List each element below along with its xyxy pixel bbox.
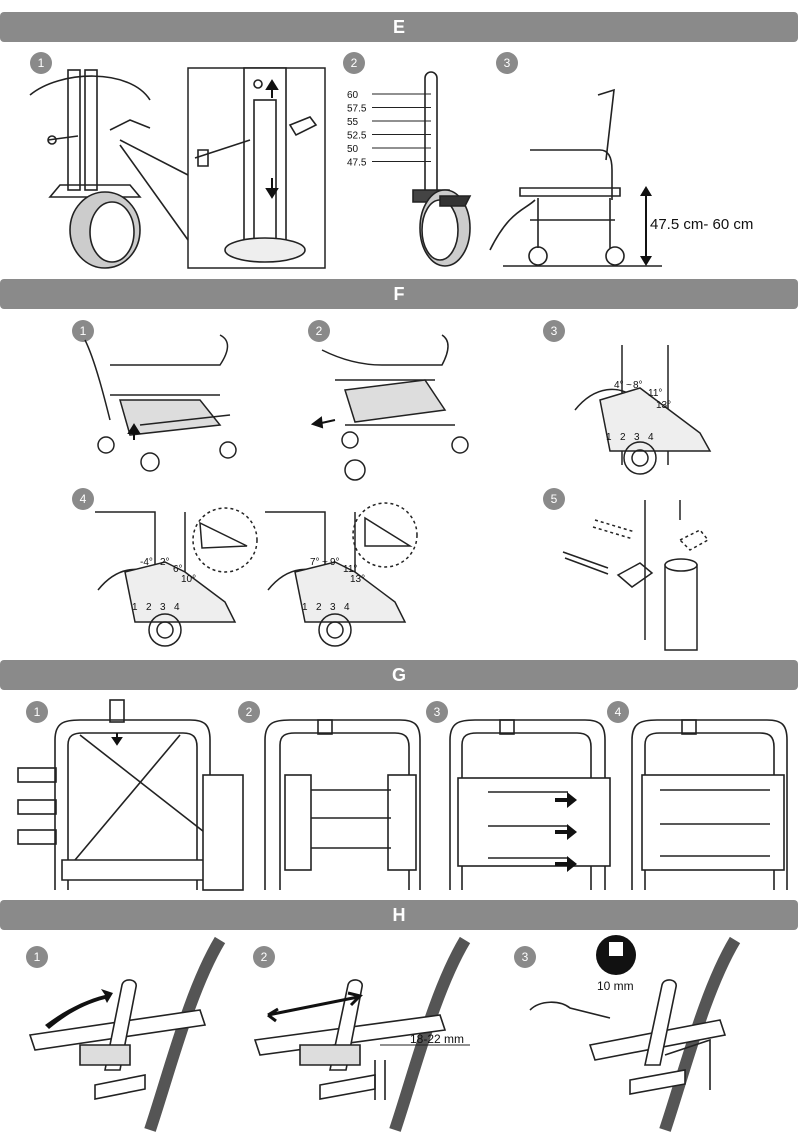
f4b-angle-label: 7° <box>310 557 320 568</box>
f4a-angle-label: 6° <box>173 564 183 575</box>
f4b-angle-label: 11° <box>343 564 357 575</box>
step-e1: 1 <box>30 52 52 74</box>
step-f5: 5 <box>543 488 565 510</box>
e2-height-label: 52.5 <box>347 131 367 142</box>
f3-angle-label: 8° <box>633 380 643 391</box>
f4b-angle-label: 13° <box>350 574 365 585</box>
f4b-position-label: 4 <box>344 602 350 613</box>
h2-gap-label: 18-22 mm <box>410 1032 464 1046</box>
f3-angle-label: 11° <box>648 388 662 399</box>
step-h2: 2 <box>253 946 275 968</box>
f4b-position-label: 2 <box>316 602 322 613</box>
f4a-position-label: 1 <box>132 602 138 613</box>
step-e3: 3 <box>496 52 518 74</box>
section-header-e: E <box>0 12 798 42</box>
e2-height-label: 57.5 <box>347 104 367 115</box>
step-f4: 4 <box>72 488 94 510</box>
f4b-position-label: 1 <box>302 602 308 613</box>
step-e2: 2 <box>343 52 365 74</box>
f3-angle-label: 13° <box>656 400 671 411</box>
f4a-angle-label: 10° <box>181 574 196 585</box>
f3-angle-label: 4° <box>614 380 624 391</box>
e2-height-label: 60 <box>347 90 359 101</box>
step-f3: 3 <box>543 320 565 342</box>
f4a-angle-label: -4° <box>140 557 153 568</box>
section-header-g: G <box>0 660 798 690</box>
step-f1: 1 <box>72 320 94 342</box>
f3-position-label: 3 <box>634 432 640 443</box>
f3-position-label: 2 <box>620 432 626 443</box>
f3-tilde: ~ <box>626 380 632 391</box>
f3-position-label: 1 <box>606 432 612 443</box>
f4b-tilde: ~ <box>322 557 328 568</box>
f4b-position-label: 3 <box>330 602 336 613</box>
f4b-angle-label: 9° <box>330 557 340 568</box>
step-h3: 3 <box>514 946 536 968</box>
wrench-icon <box>596 935 636 975</box>
section-header-f: F <box>0 279 798 309</box>
f4a-position-label: 4 <box>174 602 180 613</box>
f4a-position-label: 3 <box>160 602 166 613</box>
step-f2: 2 <box>308 320 330 342</box>
step-g3: 3 <box>426 701 448 723</box>
e2-height-label: 47.5 <box>347 158 367 169</box>
step-h1: 1 <box>26 946 48 968</box>
f4a-position-label: 2 <box>146 602 152 613</box>
e2-height-label: 50 <box>347 144 359 155</box>
h3-tool-size: 10 mm <box>597 979 634 993</box>
step-g4: 4 <box>607 701 629 723</box>
e2-height-label: 55 <box>347 117 359 128</box>
section-header-h: H <box>0 900 798 930</box>
f4a-angle-label: 2° <box>160 557 170 568</box>
f3-position-label: 4 <box>648 432 654 443</box>
step-g1: 1 <box>26 701 48 723</box>
e3-height-range: 47.5 cm- 60 cm <box>650 216 753 233</box>
step-g2: 2 <box>238 701 260 723</box>
